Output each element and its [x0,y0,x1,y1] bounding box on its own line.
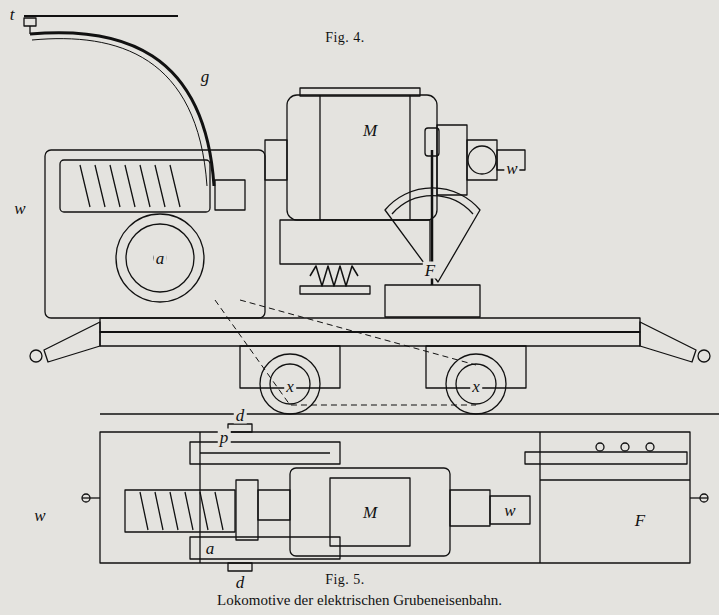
callout-letter: x [470,378,482,395]
caption: Lokomotive der elektrischen Grubeneisenb… [0,592,719,609]
callout-letter: d [234,574,247,591]
side-view [24,16,719,414]
figure-label: Fig. 4. [323,31,367,45]
callout-letter: M [361,122,379,139]
callout-letter: a [154,250,167,267]
callout-letter: a [204,540,217,557]
callout-letter: w [502,502,517,519]
callout-letter: x [284,378,296,395]
callout-letter: g [199,68,212,85]
callout-letter: F [633,512,647,529]
callout-letter: p [218,429,231,446]
callout-letter: w [504,160,519,177]
figure-label: Fig. 5. [323,573,367,587]
callout-letter: w [32,507,47,524]
callout-letter: t [8,6,17,23]
callout-letter: d [234,407,247,424]
callout-letter: w [12,200,27,217]
callout-letter: M [361,504,379,521]
plan-view [82,424,708,571]
callout-letter: F [423,262,437,279]
